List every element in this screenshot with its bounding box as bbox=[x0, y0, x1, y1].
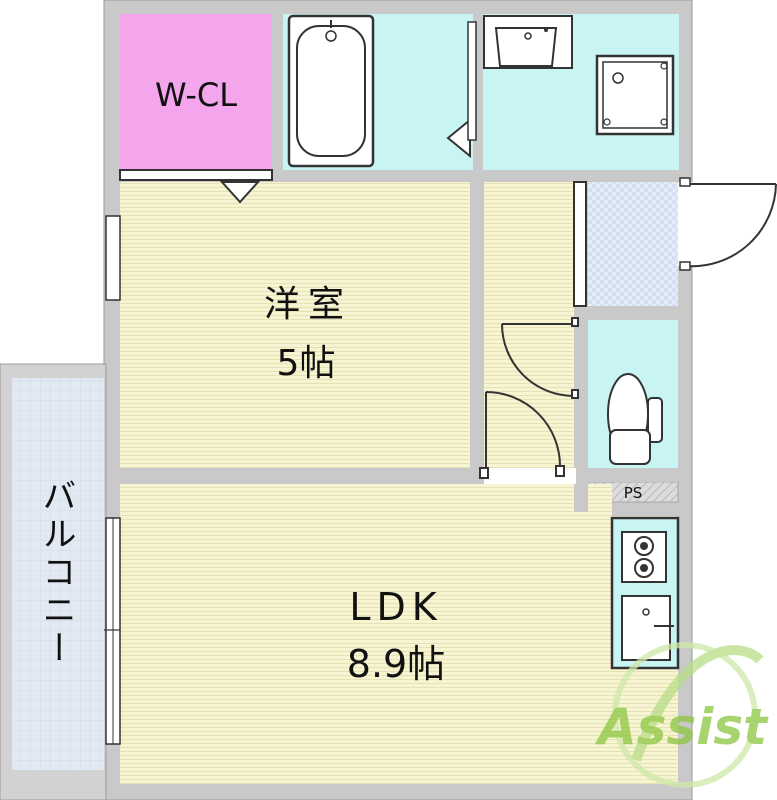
watermark-text: Assist bbox=[594, 698, 769, 756]
shoe-cabinet bbox=[573, 181, 587, 307]
toilet-icon bbox=[607, 373, 663, 465]
bathroom-door-icon bbox=[446, 21, 477, 159]
hall-doorway bbox=[484, 468, 576, 484]
entrance-tile bbox=[588, 182, 678, 306]
washbasin-icon bbox=[483, 15, 573, 69]
bathtub-icon bbox=[287, 14, 375, 168]
pipe-space-label: PS bbox=[624, 484, 643, 502]
washing-machine-icon bbox=[595, 54, 675, 136]
assist-watermark-logo: Assist bbox=[594, 642, 769, 788]
hallway-floor bbox=[484, 182, 574, 470]
stove-icon bbox=[621, 531, 667, 583]
walk-in-closet-label: W-CL bbox=[155, 76, 237, 114]
ldk-size: 8.9帖 bbox=[347, 642, 445, 686]
walk-in-closet-area bbox=[120, 14, 272, 170]
western-room-floor bbox=[120, 182, 470, 468]
balcony bbox=[0, 363, 107, 800]
balcony-label: バルコニー bbox=[36, 478, 76, 668]
closet-door-icon bbox=[119, 169, 273, 204]
window-icon bbox=[104, 215, 121, 745]
door-swing-icon bbox=[479, 317, 579, 479]
western-room-size: 5帖 bbox=[277, 343, 336, 384]
ldk-floor bbox=[120, 484, 612, 784]
ldk-label: LDK bbox=[349, 585, 442, 629]
western-room-label: 洋室 bbox=[264, 284, 352, 325]
entrance-door-icon bbox=[678, 177, 777, 271]
